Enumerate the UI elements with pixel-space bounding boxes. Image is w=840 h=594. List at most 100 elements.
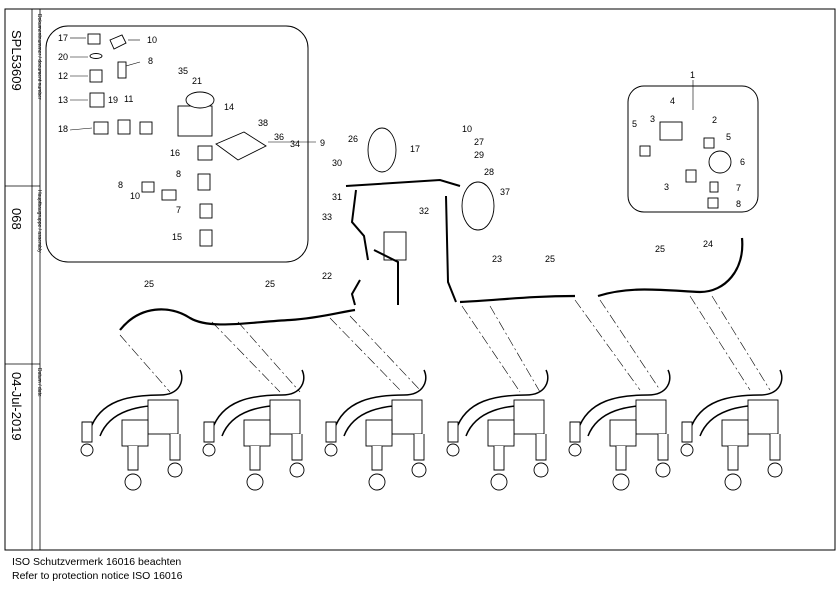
callout-32: 32 (419, 206, 429, 216)
doc-number-label: Dokumentnummer / document number (36, 14, 42, 100)
callout-4: 4 (670, 96, 675, 106)
callout-38: 38 (258, 118, 268, 128)
gauge-6 (708, 150, 732, 174)
callout-24: 24 (703, 239, 713, 249)
fitting-8d (707, 197, 719, 209)
callout-33: 33 (322, 212, 332, 222)
callout-14: 14 (224, 102, 234, 112)
assembly-number: 068 (9, 208, 24, 230)
callout-leaders (69, 37, 694, 143)
callout-31: 31 (332, 192, 342, 202)
callout-numbers: 17 10 20 8 12 35 21 13 19 11 14 18 38 36… (58, 33, 745, 289)
fitting-15 (199, 229, 213, 247)
fitting-8 (117, 61, 127, 79)
callout-28: 28 (484, 167, 494, 177)
adapter-19 (117, 119, 131, 135)
fitting-3b (685, 169, 697, 183)
central-assembly (345, 127, 495, 306)
callout-37: 37 (500, 187, 510, 197)
fitting-8b (141, 181, 155, 193)
protection-notice-de: ISO Schutzvermerk 16016 beachten (12, 556, 182, 568)
callout-6: 6 (740, 157, 745, 167)
fitting-11 (139, 121, 153, 135)
rocker-unit (680, 369, 783, 491)
protection-notice-en: Refer to protection notice ISO 16016 (12, 570, 183, 582)
callout-8: 8 (148, 56, 153, 66)
callout-8b: 8 (176, 169, 181, 179)
hose-25-center (459, 294, 576, 304)
callout-25a: 25 (144, 279, 154, 289)
callout-15: 15 (172, 232, 182, 242)
callout-11: 11 (124, 94, 133, 104)
callout-36: 36 (274, 132, 284, 142)
detail-1-parts (639, 121, 732, 209)
callout-27: 27 (474, 137, 484, 147)
hose-23 (445, 195, 457, 303)
callout-8d: 8 (736, 199, 741, 209)
drawing-frame (4, 8, 836, 551)
elbow-10 (109, 34, 127, 50)
fitting-7 (199, 203, 213, 219)
callout-10: 10 (147, 35, 157, 45)
hose-33 (350, 189, 369, 261)
tee-18 (93, 121, 109, 135)
fitting-5a (639, 145, 651, 157)
callout-30: 30 (332, 158, 342, 168)
date-value: 04-Jul-2019 (9, 372, 24, 441)
callout-2: 2 (712, 115, 717, 125)
doc-number: SPL53609 (9, 30, 24, 91)
callout-5b: 5 (726, 132, 731, 142)
rocker-unit (202, 369, 305, 491)
fitting-7b (709, 181, 719, 193)
callout-7: 7 (176, 205, 181, 215)
valve-14 (177, 105, 213, 137)
callout-21: 21 (192, 76, 202, 86)
callout-18: 18 (58, 124, 68, 134)
block-4 (659, 121, 683, 141)
callout-1: 1 (690, 70, 695, 80)
callout-7b: 7 (736, 183, 741, 193)
bracket-38 (215, 131, 267, 161)
rocker-unit (568, 369, 671, 491)
rocker-unit (80, 369, 183, 491)
leader-dashdot-lines (119, 295, 771, 393)
hose-22 (350, 279, 361, 306)
assembly-label: Hauptbaugruppe / assembly (36, 190, 42, 253)
callout-17b: 17 (410, 144, 420, 154)
detail-box-9 (45, 25, 309, 263)
fitting-5b (703, 137, 715, 149)
callout-17: 17 (58, 33, 68, 43)
callout-13: 13 (58, 95, 68, 105)
callout-9: 9 (320, 138, 325, 148)
callout-10c: 10 (462, 124, 472, 134)
callout-25d: 25 (655, 244, 665, 254)
accumulator-upper (367, 127, 397, 173)
callout-3b: 3 (664, 182, 669, 192)
valve-12 (89, 69, 103, 83)
callout-16: 16 (170, 148, 180, 158)
rocker-unit-row (80, 369, 783, 491)
elbow-10b (161, 189, 177, 201)
coupler-13 (89, 92, 105, 108)
callout-22: 22 (322, 271, 332, 281)
fitting-16 (197, 145, 213, 161)
fitting-17 (87, 33, 101, 45)
callout-19: 19 (108, 95, 118, 105)
callout-5: 5 (632, 119, 637, 129)
hose-25-right (597, 237, 744, 298)
callout-25b: 25 (265, 279, 275, 289)
title-strip: Dokumentnummer / document number SPL5360… (5, 9, 42, 550)
callout-3: 3 (650, 114, 655, 124)
rocker-unit (324, 369, 427, 491)
stem (373, 249, 399, 305)
callout-35: 35 (178, 66, 188, 76)
callout-12: 12 (58, 71, 68, 81)
rocker-unit (446, 369, 549, 491)
hose-31 (345, 178, 461, 187)
oring-20 (89, 53, 103, 59)
hose-lines (119, 237, 744, 331)
callout-26: 26 (348, 134, 358, 144)
callout-23: 23 (492, 254, 502, 264)
callout-10b: 10 (130, 191, 140, 201)
